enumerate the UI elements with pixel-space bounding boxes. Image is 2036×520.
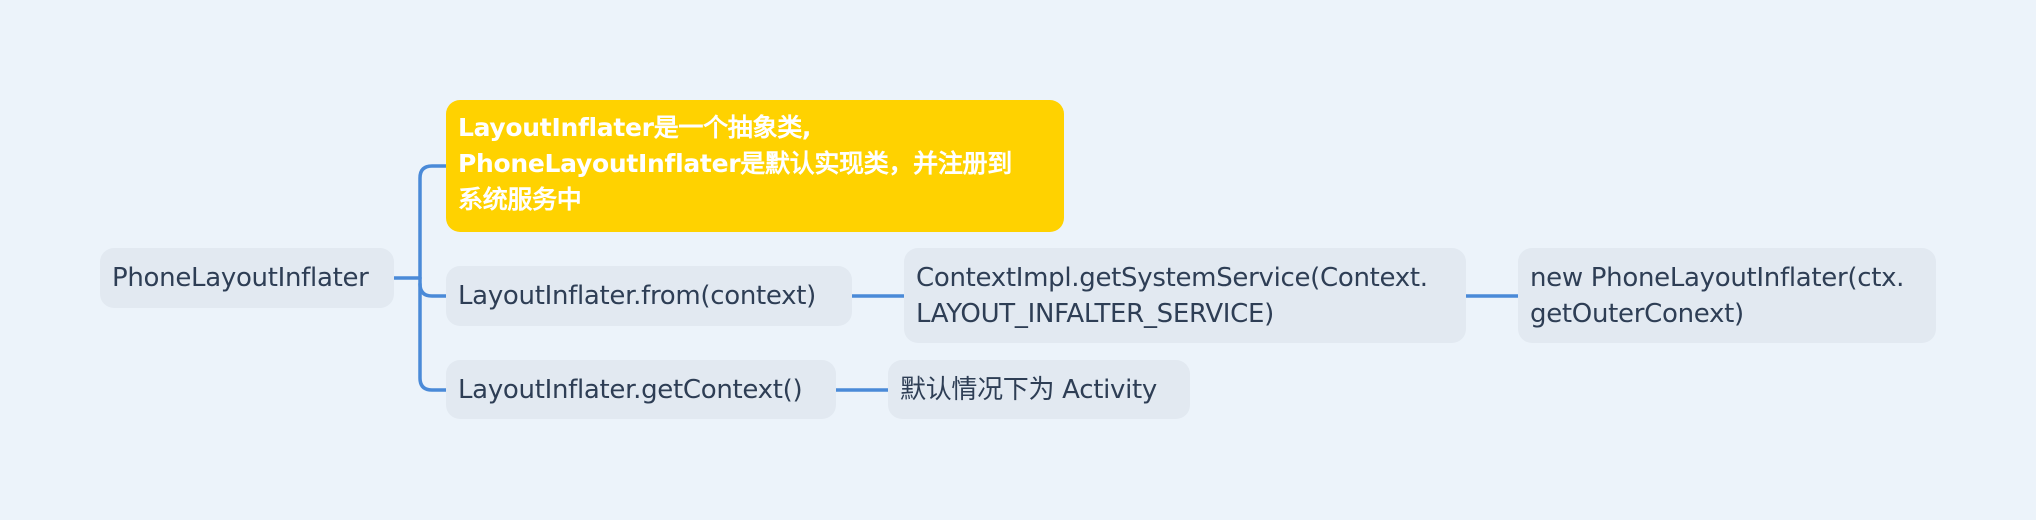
new-phone-layout-inflater-node[interactable]: new PhoneLayoutInflater(ctx. getOuterCon… — [1518, 248, 1936, 343]
get-context-node[interactable]: LayoutInflater.getContext() — [446, 360, 836, 419]
root-node-label: PhoneLayoutInflater — [112, 263, 369, 293]
default-activity-node[interactable]: 默认情况下为 Activity — [888, 360, 1190, 419]
default-activity-label: 默认情况下为 Activity — [900, 375, 1157, 405]
get-system-service-line-1: ContextImpl.getSystemService(Context. — [916, 263, 1428, 293]
from-context-node[interactable]: LayoutInflater.from(context) — [446, 266, 852, 326]
note-line-1: LayoutInflater是一个抽象类, — [458, 113, 812, 142]
root-node[interactable]: PhoneLayoutInflater — [100, 248, 394, 308]
note-line-2: PhoneLayoutInflater是默认实现类，并注册到 — [458, 149, 1012, 178]
note-line-3: 系统服务中 — [458, 185, 582, 214]
get-context-label: LayoutInflater.getContext() — [458, 375, 803, 405]
new-phone-layout-inflater-line-1: new PhoneLayoutInflater(ctx. — [1530, 263, 1905, 293]
get-system-service-line-2: LAYOUT_INFALTER_SERVICE) — [916, 299, 1274, 329]
new-phone-layout-inflater-line-2: getOuterConext) — [1530, 299, 1744, 329]
abstract-class-note-node[interactable]: LayoutInflater是一个抽象类, PhoneLayoutInflate… — [446, 100, 1064, 232]
from-context-label: LayoutInflater.from(context) — [458, 281, 816, 311]
get-system-service-node[interactable]: ContextImpl.getSystemService(Context. LA… — [904, 248, 1466, 343]
